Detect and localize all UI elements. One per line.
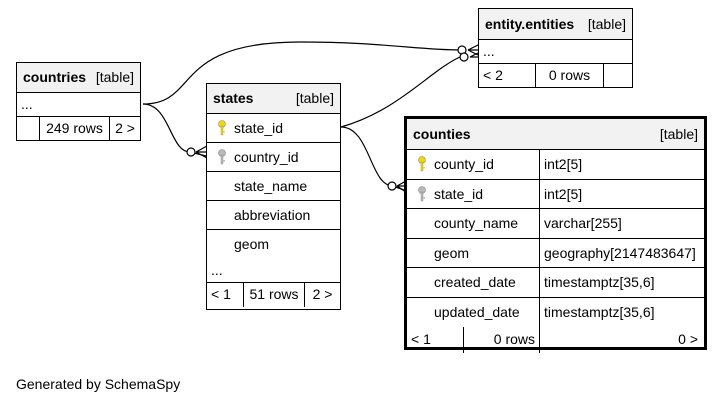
table-type-tag: [table] [659,126,698,142]
parents-link[interactable] [17,117,39,140]
column-type: int2[5] [539,150,704,179]
key-icon [218,149,226,165]
row-count: 51 rows [243,283,304,307]
column-row[interactable]: county_name varchar[255] [407,209,704,239]
column-name: country_id [234,149,299,165]
key-icon [418,156,426,172]
column-type: timestamptz[35,6] [539,268,704,297]
table-entity-entities[interactable]: entity.entities [table] ... < 2 0 rows [478,8,633,88]
column-type: int2[5] [539,179,704,208]
row-count: 0 rows [535,64,603,87]
table-type-tag: [table] [295,90,334,106]
key-icon [218,120,226,136]
parents-link[interactable]: < 1 [411,331,431,347]
column-type: timestamptz[35,6] [539,297,704,327]
column-row[interactable]: county_id int2[5] [407,150,704,180]
column-name: county_name [434,215,519,231]
table-ellipsis-row: ... [17,93,140,117]
column-row[interactable]: state_id int2[5] [407,179,704,209]
column-name: state_id [434,185,484,202]
relation-countries-states [142,103,207,157]
generated-by-label: Generated by SchemaSpy [16,376,181,392]
table-footer: < 2 0 rows [479,64,632,87]
column-name: county_id [434,156,494,172]
column-name: abbreviation [234,207,311,223]
table-name: counties [413,126,471,142]
column-row[interactable]: state_id [207,114,340,143]
children-link[interactable]: 0 > [539,327,704,353]
table-ellipsis-row: ... [207,259,340,283]
ellipsis: ... [483,43,495,59]
ellipsis: ... [21,96,33,112]
table-footer: < 1 0 rows 0 > [407,327,704,353]
parents-link[interactable]: < 1 [211,286,231,302]
column-name: created_date [434,274,516,290]
row-count: 249 rows [39,117,109,140]
table-header[interactable]: states [table] [207,84,340,114]
column-row[interactable]: created_date timestamptz[35,6] [407,268,704,298]
column-type: geography[2147483647] [539,238,704,267]
relation-countries-entities [142,41,461,105]
children-link[interactable]: 2 > [109,117,140,140]
column-name: state_id [234,120,284,136]
column-name: geom [434,244,470,261]
column-row[interactable]: updated_date timestamptz[35,6] [407,297,704,327]
table-states[interactable]: states [table] state_id country_id state_n… [206,83,341,310]
table-ellipsis-row: ... [479,40,632,64]
column-row[interactable]: geom [207,230,340,259]
column-row[interactable]: country_id [207,143,340,172]
table-name: countries [23,69,87,85]
table-type-tag: [table] [587,16,626,32]
table-name: entity.entities [485,16,575,32]
column-row[interactable]: state_name [207,172,340,201]
children-link[interactable]: 2 > [304,283,340,307]
ellipsis: ... [211,262,223,278]
relation-endpoint [186,147,196,157]
relation-states-entities [340,55,463,128]
column-row[interactable]: geom geography[2147483647] [407,238,704,268]
parents-link[interactable]: < 2 [483,67,503,83]
column-name: geom [234,236,270,252]
table-countries[interactable]: countries [table] ... 249 rows 2 > [16,62,141,141]
crow-foot [195,145,208,159]
table-footer: 249 rows 2 > [17,117,140,140]
table-type-tag: [table] [95,69,134,85]
table-header[interactable]: countries [table] [17,63,140,93]
table-header[interactable]: counties [table] [407,119,704,150]
relation-states-counties [340,126,405,191]
row-count: 0 rows [463,327,539,353]
relation-endpoint [387,181,397,191]
children-link[interactable] [603,64,632,87]
key-icon [418,185,426,201]
relation-endpoint [459,52,469,62]
table-name: states [213,90,254,106]
column-type: varchar[255] [539,209,704,238]
column-name: state_name [234,178,308,194]
table-header[interactable]: entity.entities [table] [479,9,632,40]
column-name: updated_date [434,303,520,320]
table-footer: < 1 51 rows 2 > [207,283,340,307]
column-row[interactable]: abbreviation [207,201,340,230]
